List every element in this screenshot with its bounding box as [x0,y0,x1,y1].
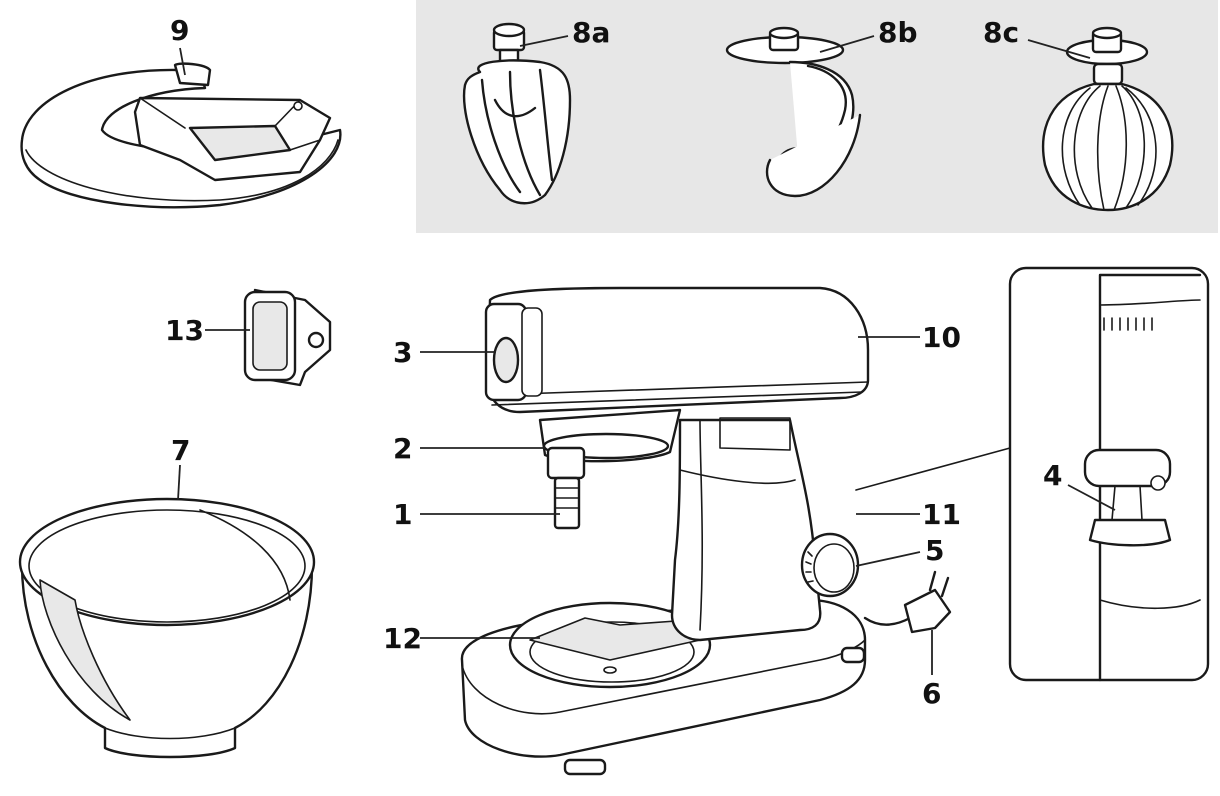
label-11: 11 [922,498,961,531]
label-8b: 8b [878,16,918,49]
label-4: 4 [1043,459,1062,492]
detail-inset [855,266,1210,682]
label-7: 7 [171,434,190,467]
splash-guard [20,62,342,209]
label-8a: 8a [572,16,610,49]
leader-lines [177,35,1116,675]
stand-mixer [460,286,952,776]
label-10: 10 [922,321,961,354]
label-13: 13 [165,314,204,347]
whisk [1041,26,1174,212]
label-8c: 8c [983,16,1019,49]
label-3: 3 [393,336,412,369]
label-1: 1 [393,498,412,531]
label-6: 6 [922,677,941,710]
mixing-bowl [18,497,316,759]
dough-hook [725,26,862,198]
flat-beater [462,22,572,205]
label-12: 12 [383,622,422,655]
outlet-cover [243,288,332,387]
label-5: 5 [925,534,944,567]
label-9: 9 [170,14,189,47]
label-2: 2 [393,432,412,465]
